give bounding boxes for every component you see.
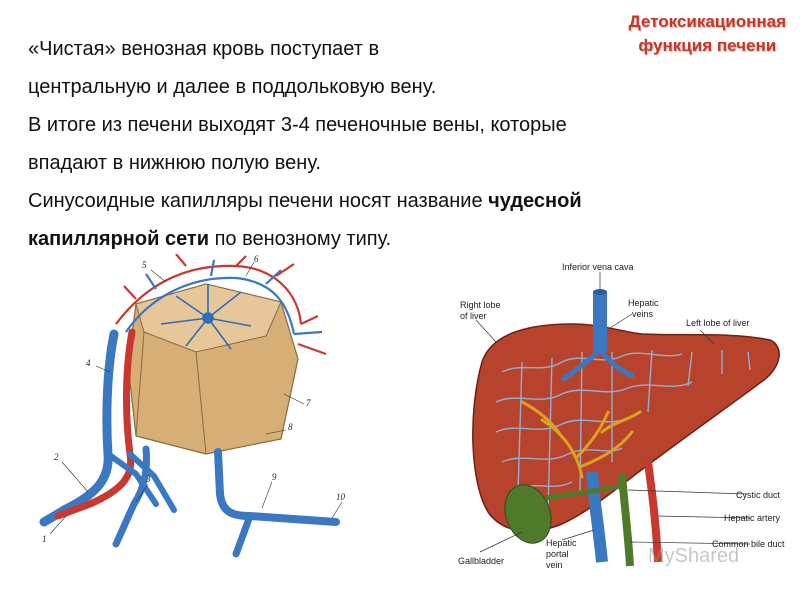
num-5: 5 xyxy=(142,260,147,270)
sublobular-vein xyxy=(214,448,340,526)
bile-duct-tree xyxy=(520,400,642,479)
sinusoid-network xyxy=(495,349,751,513)
lobule-diagram: 1 2 3 4 5 6 7 8 9 10 xyxy=(39,254,346,558)
label-hepatic-veins-1: Hepatic xyxy=(628,298,659,308)
num-8: 8 xyxy=(288,422,293,432)
interlobular-vessels xyxy=(115,254,327,356)
label-cystic-duct: Cystic duct xyxy=(736,490,781,500)
num-1: 1 xyxy=(42,534,47,544)
hepatic-artery-vessel xyxy=(644,461,662,563)
lobule-edge xyxy=(195,351,207,455)
liver-labels: Inferior vena cava Right lobe of liver H… xyxy=(458,262,785,570)
watermark: MyShared xyxy=(648,545,739,567)
title-line-1: Детоксикационная xyxy=(628,12,786,31)
text-line-5-plain: Синусоидные капилляры печени носят назва… xyxy=(28,190,489,212)
text-line-3: В итоге из печени выходят 3-4 печеночные… xyxy=(28,114,567,136)
hepatic-portal-vein xyxy=(586,471,608,563)
num-3: 3 xyxy=(145,474,151,484)
text-line-4: впадают в нижнюю полую вену. xyxy=(28,152,321,174)
common-bile-duct-vessel xyxy=(618,473,634,567)
label-common-bile-duct: Common bile duct xyxy=(712,539,785,549)
num-9: 9 xyxy=(272,472,277,482)
label-ivc: Inferior vena cava xyxy=(562,262,634,272)
num-2: 2 xyxy=(54,452,59,462)
num-4: 4 xyxy=(86,358,91,368)
leader-lines xyxy=(49,261,343,535)
num-7: 7 xyxy=(306,398,311,408)
branch-vessels xyxy=(105,451,177,513)
text-line-1: «Чистая» венозная кровь поступает в xyxy=(28,38,380,60)
label-right-lobe-1: Right lobe xyxy=(460,300,501,310)
hepatic-veins xyxy=(560,348,635,383)
liver-leader-lines xyxy=(475,272,751,553)
emphasis-2: капиллярной сети xyxy=(28,228,210,250)
slide-title: Детоксикационная функция печени xyxy=(629,10,786,58)
text-line-6-plain: по венозному типу. xyxy=(209,228,392,250)
figure-numbers: 1 2 3 4 5 6 7 8 9 10 xyxy=(42,254,346,544)
label-portal-3: vein xyxy=(546,560,563,570)
label-left-lobe: Left lobe of liver xyxy=(686,318,750,328)
liver-diagram: Inferior vena cava Right lobe of liver H… xyxy=(458,262,785,570)
emphasis-1: чудесной xyxy=(488,190,582,212)
title-line-2: функция печени xyxy=(638,36,777,55)
sublobular-branch xyxy=(232,512,254,558)
label-gallbladder: Gallbladder xyxy=(458,556,504,566)
lobule-edge xyxy=(135,331,145,437)
num-6: 6 xyxy=(254,254,259,264)
label-portal-1: Hepatic xyxy=(546,538,577,548)
text-line-2: центральную и далее в поддольковую вену. xyxy=(28,76,437,98)
slide-body-text: «Чистая» венозная кровь поступает в цент… xyxy=(28,30,718,258)
cystic-duct-vessel xyxy=(545,483,623,501)
label-right-lobe-2: of liver xyxy=(460,311,487,321)
gallbladder xyxy=(504,484,552,544)
label-hepatic-veins-2: veins xyxy=(632,309,654,319)
label-hepatic-artery: Hepatic artery xyxy=(724,513,781,523)
text-line-5: Синусоидные капилляры печени носят назва… xyxy=(28,182,718,220)
central-vein xyxy=(160,284,252,350)
num-10: 10 xyxy=(336,492,346,502)
text-line-6: капиллярной сети по венозному типу. xyxy=(28,220,718,258)
label-portal-2: portal xyxy=(546,549,569,559)
